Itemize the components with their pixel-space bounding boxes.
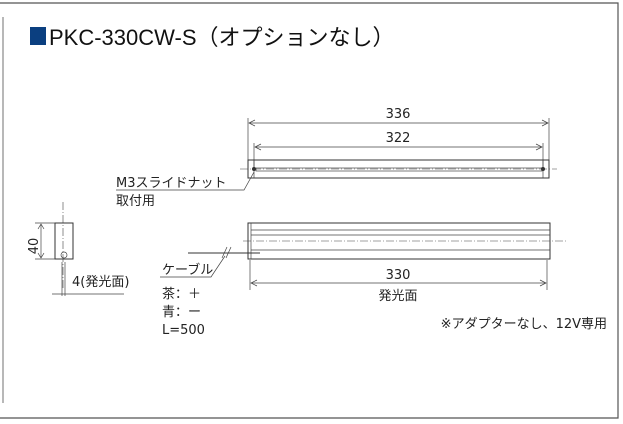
note: ※アダプターなし、12V専用 [441, 317, 607, 332]
cable-label: ケーブル [162, 262, 213, 278]
front-view: 330 発光面 ケーブル 茶：＋ 青：ー L=500 [160, 222, 566, 338]
nut-label-2: 取付用 [116, 194, 155, 209]
cable-length-label: L=500 [162, 323, 205, 338]
title-marker [30, 27, 46, 45]
overall-dim: 336 [386, 107, 411, 122]
blue-wire-label: 青：ー [162, 305, 201, 320]
page-title: PKC-330CW-S（オプションなし） [49, 25, 395, 50]
height-dim: 40 [27, 238, 42, 255]
side-view: 40 4(発光面) [27, 202, 129, 296]
pitch-dim: 322 [386, 131, 411, 146]
emitting-label: 発光面 [378, 289, 417, 304]
emitting-width-dim: 4(発光面) [72, 275, 129, 290]
top-view: 336 322 M3スライドナット 取付用 [116, 107, 557, 209]
nut-label: M3スライドナット [116, 176, 227, 191]
frame [0, 2, 619, 419]
emitting-length-dim: 330 [386, 268, 411, 283]
brown-wire-label: 茶：＋ [162, 286, 201, 302]
